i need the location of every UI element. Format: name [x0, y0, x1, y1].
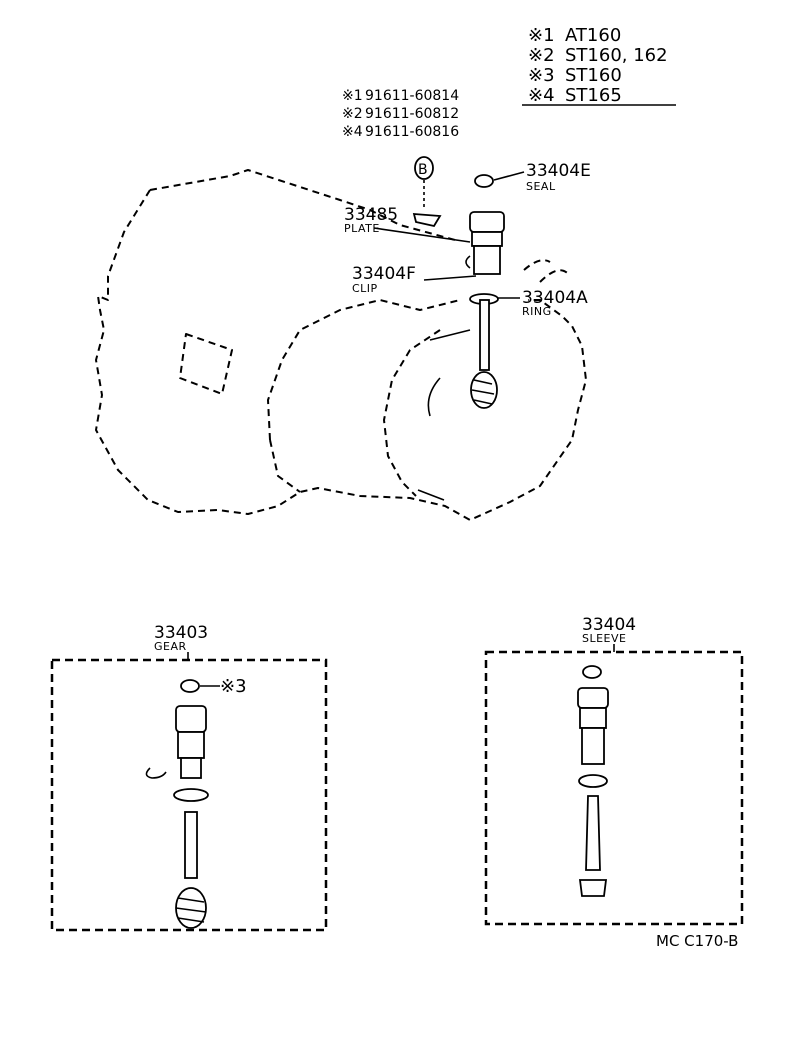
- gear-kit-sleeve-top: [175, 705, 207, 733]
- case-bore-arc: [427, 377, 441, 417]
- clip-leader: [423, 275, 477, 281]
- bolt-number-1: 91611-60814: [365, 88, 459, 104]
- plate-leader: [373, 227, 471, 243]
- legend-mark-1: ※1: [528, 25, 555, 46]
- installed-gear-teeth: [471, 379, 495, 405]
- installed-sleeve-cap: [469, 211, 505, 233]
- case-bellhousing-bottom: [269, 439, 301, 493]
- legend-text-1: AT160: [565, 25, 621, 46]
- gear-kit-box: [50, 658, 328, 932]
- bolt-symbol-circle: [414, 156, 434, 180]
- sleeve-kit-cap: [577, 687, 609, 709]
- sleeve-kit-gear: [578, 879, 608, 897]
- gear-kit-gear-teeth: [175, 897, 207, 923]
- installed-gear-assembly: [465, 211, 505, 409]
- gear-kit-note: ※3: [220, 676, 247, 697]
- gear-caption: GEAR: [154, 640, 187, 653]
- case-detail-lines: [417, 329, 471, 501]
- gear-kit-sleeve-body: [177, 731, 205, 759]
- gear-kit: 33403 GEAR ※3: [50, 623, 328, 932]
- callout-labels: 33404E SEAL 33485 PLATE 33404F CLIP 3340…: [344, 161, 591, 318]
- sleeve-kit-body: [581, 727, 605, 765]
- sleeve-kit-seal: [582, 665, 602, 679]
- legend-mark-4: ※4: [528, 85, 555, 106]
- bolt-number-4: 91611-60816: [365, 124, 459, 140]
- gear-number: 33403: [154, 623, 208, 643]
- legend-mark-3: ※3: [528, 65, 555, 86]
- installed-clip: [465, 255, 471, 269]
- installed-sleeve-body: [473, 245, 501, 275]
- seal-number: 33404E: [526, 161, 591, 181]
- transmission-case: [95, 169, 587, 521]
- sleeve-kit: 33404 SLEEVE: [484, 615, 744, 926]
- seal-leader: [493, 171, 525, 181]
- sleeve-caption: SLEEVE: [582, 632, 627, 645]
- ring-caption: RING: [522, 305, 552, 318]
- seal-caption: SEAL: [526, 180, 556, 193]
- plate-icon: [412, 213, 442, 228]
- legend-text-4: ST165: [565, 85, 622, 106]
- gear-kit-shaft: [184, 811, 198, 879]
- model-legend: ※1 AT160 ※2 ST160, 162 ※3 ST160 ※4 ST165: [522, 25, 676, 106]
- bolt-mark-2: ※2: [342, 106, 363, 122]
- case-boss: [523, 259, 571, 283]
- bolt-symbol-letter: B: [418, 162, 428, 178]
- sleeve-kit-o-ring: [578, 774, 608, 788]
- plate-part: [373, 213, 471, 243]
- legend-text-3: ST160: [565, 65, 622, 86]
- case-window: [179, 333, 233, 395]
- sleeve-number: 33404: [582, 615, 636, 635]
- seal-icon: [474, 174, 494, 188]
- ring-number: 33404A: [522, 288, 588, 308]
- plate-caption: PLATE: [344, 222, 380, 235]
- bolt-symbol: B: [414, 156, 434, 210]
- seal-part: [474, 171, 525, 188]
- bolt-number-2: 91611-60812: [365, 106, 459, 122]
- bolt-mark-1: ※1: [342, 88, 363, 104]
- gear-kit-sleeve-bottom: [180, 757, 202, 779]
- plate-number: 33485: [344, 205, 398, 225]
- installed-sleeve-ring: [471, 231, 503, 247]
- sleeve-kit-ring: [579, 707, 607, 729]
- gear-kit-seal: [180, 679, 200, 693]
- bolt-part-numbers: ※1 91611-60814 ※2 91611-60812 ※4 91611-6…: [342, 88, 459, 140]
- sleeve-kit-box: [484, 650, 744, 926]
- gear-kit-clip: [145, 767, 167, 779]
- installed-shaft: [479, 299, 490, 371]
- case-inner-curve: [383, 329, 441, 497]
- gear-kit-ring: [173, 788, 209, 802]
- legend-mark-2: ※2: [528, 45, 555, 66]
- bolt-mark-4: ※4: [342, 124, 363, 140]
- clip-caption: CLIP: [352, 282, 378, 295]
- case-outer-outline: [95, 169, 587, 521]
- sleeve-kit-shaft: [585, 795, 601, 871]
- drawing-code: MC C170-B: [656, 932, 738, 950]
- legend-text-2: ST160, 162: [565, 45, 668, 66]
- case-bellhousing-left: [267, 299, 461, 441]
- clip-number: 33404F: [352, 264, 416, 284]
